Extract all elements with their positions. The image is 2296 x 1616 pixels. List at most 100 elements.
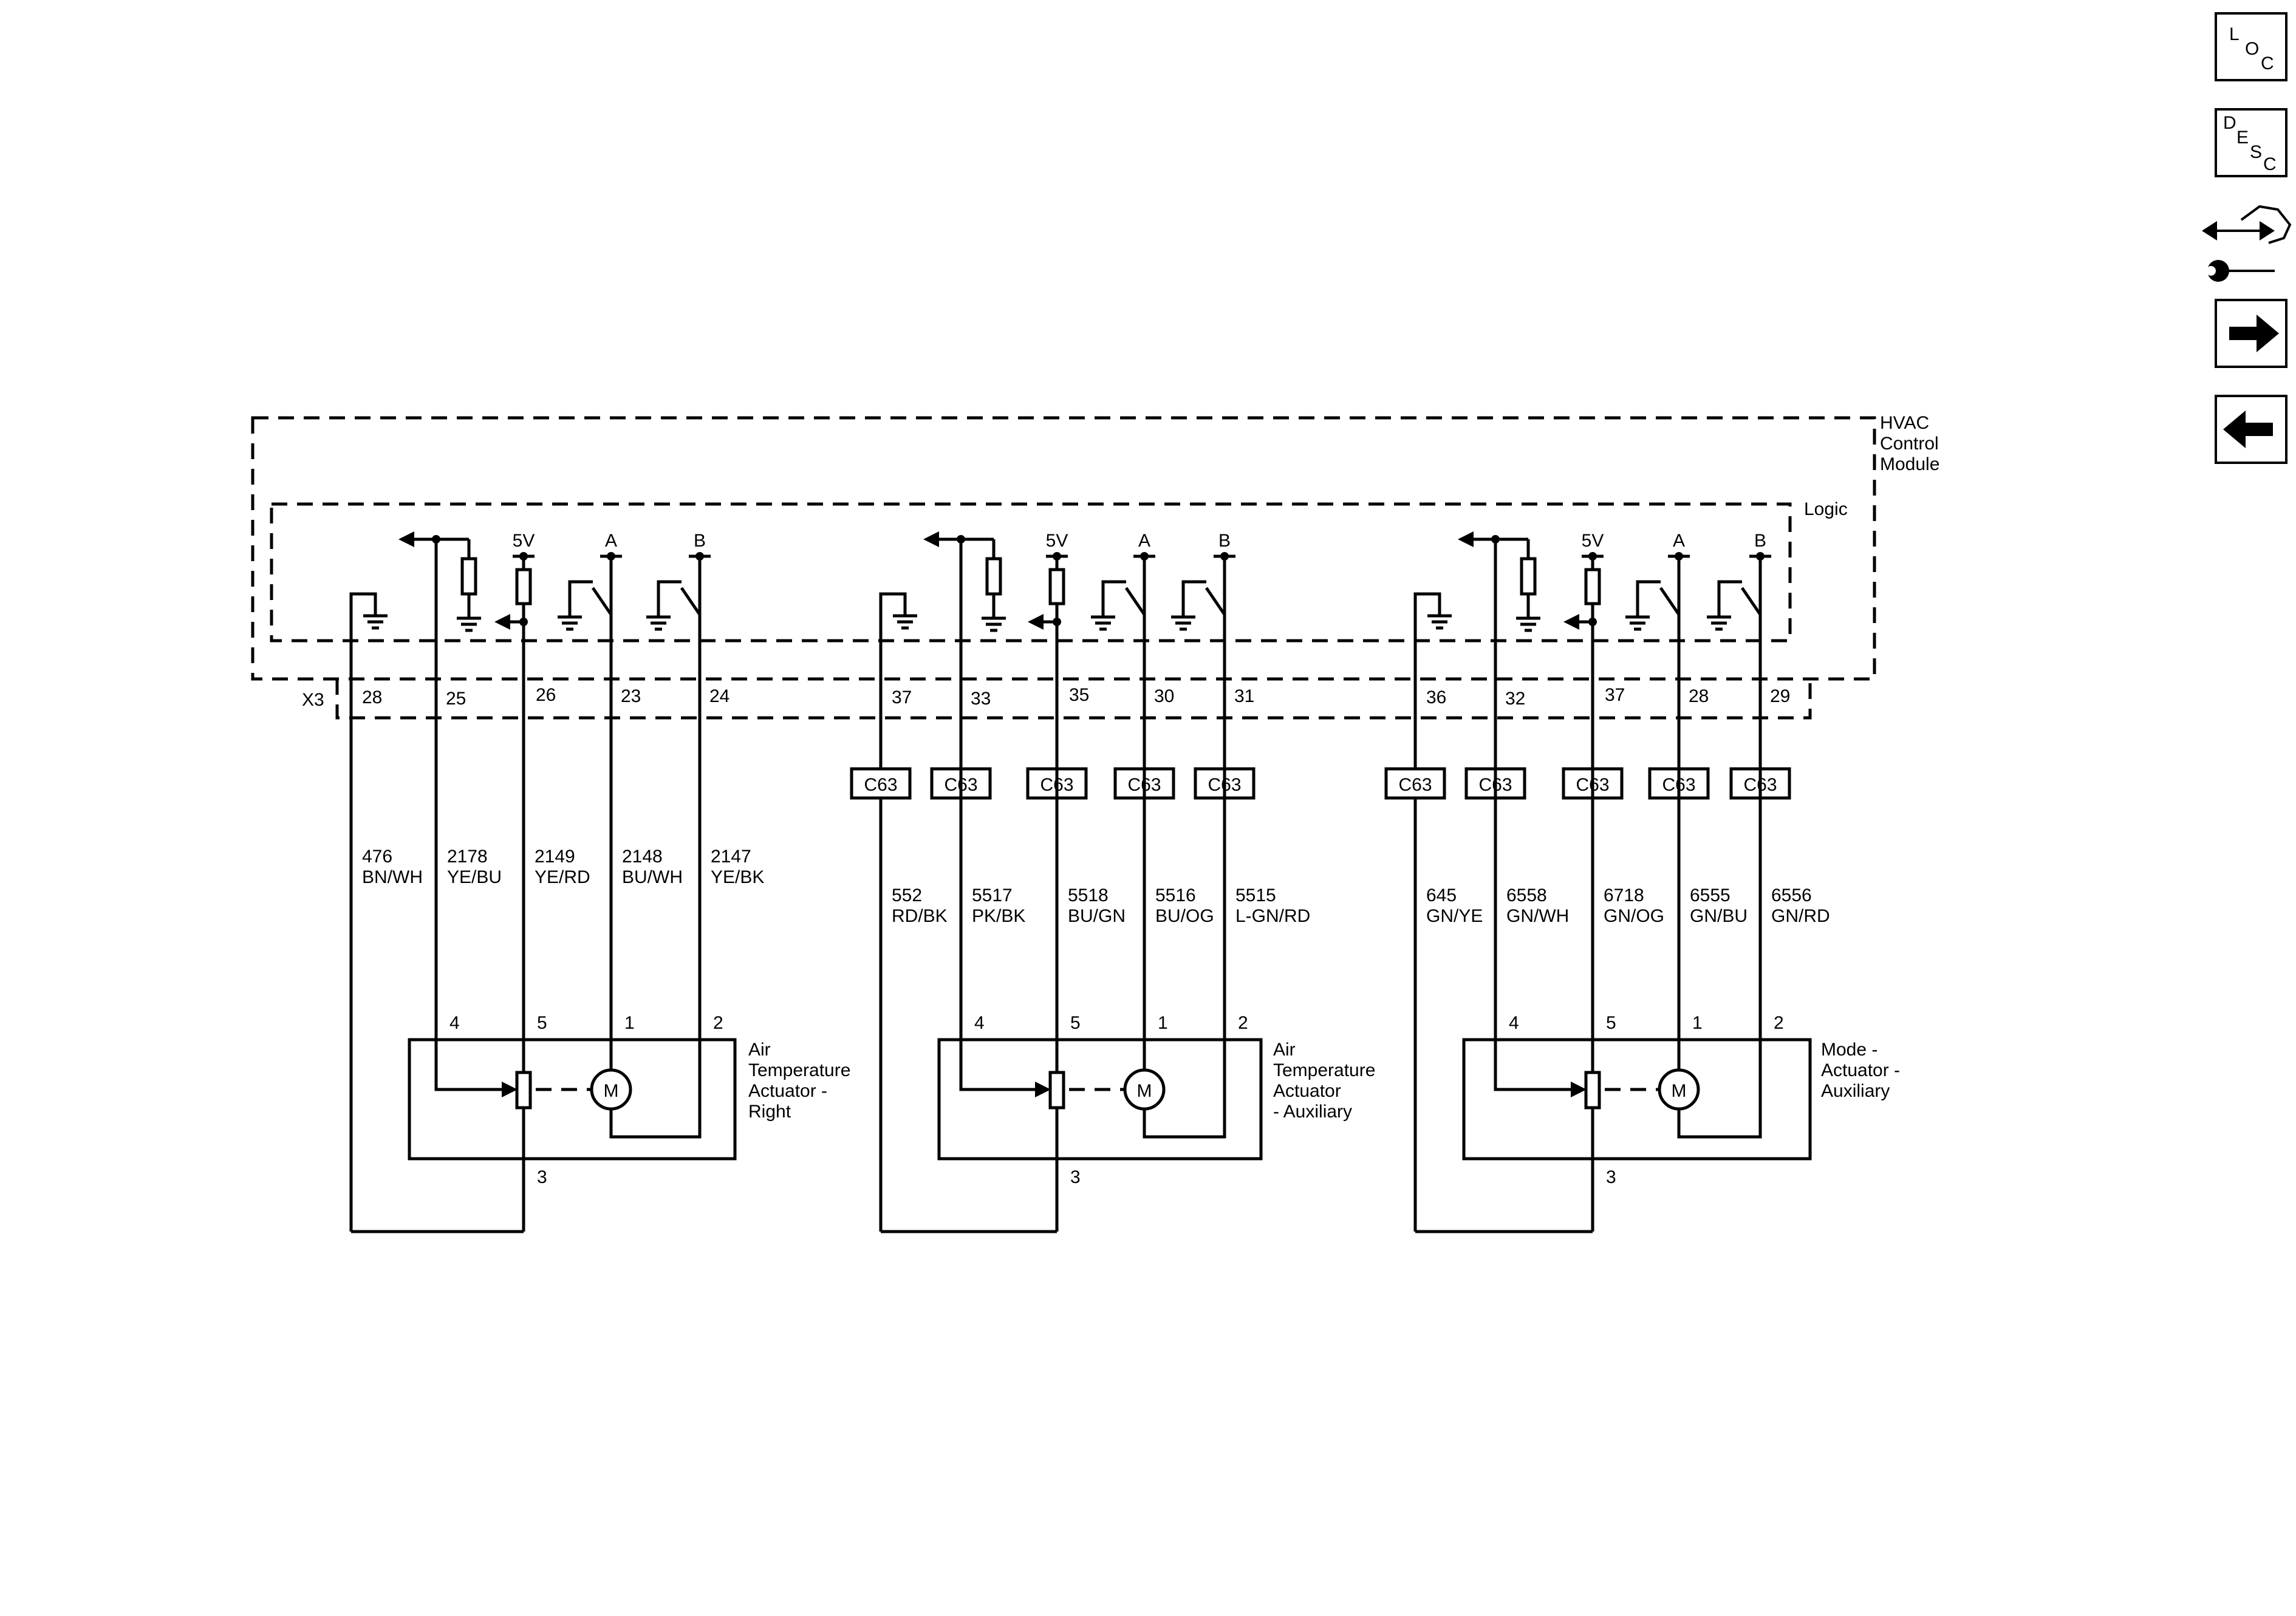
logic-ground-icon <box>1427 607 1452 630</box>
junction-dot <box>432 535 440 544</box>
circuit-color-1: RD/BK <box>892 906 948 926</box>
hvac-control-module-outline <box>251 416 1876 681</box>
x3-pin-2: 33 <box>971 689 991 709</box>
circuit-number-1: 476 <box>362 847 392 867</box>
circuit-color-3: GN/OG <box>1604 906 1664 926</box>
actuator-pin-2: 2 <box>1774 1013 1784 1033</box>
wiper-arrow-icon <box>1571 1082 1587 1097</box>
wiper-arrow-icon <box>502 1082 518 1097</box>
supply-label-a: A <box>1138 531 1150 551</box>
circuit-number-3: 2149 <box>535 847 575 867</box>
actuator-pin-4: 4 <box>1509 1013 1519 1033</box>
actuator-name-line-3: Actuator - <box>748 1081 827 1101</box>
previous-arrow-icon <box>2223 411 2273 448</box>
feedback-arrow-icon <box>1028 614 1044 630</box>
actuator-pin-2: 2 <box>1238 1013 1248 1033</box>
switch-b-ground-icon <box>1707 609 1731 631</box>
actuator-pin-2: 2 <box>713 1013 723 1033</box>
actuator-pin-1: 1 <box>1692 1013 1703 1033</box>
next-arrow-icon <box>2229 315 2279 352</box>
circuit-number-1: 552 <box>892 885 922 905</box>
actuator-box <box>1462 1038 1812 1161</box>
supply-label-5v: 5V <box>1046 531 1068 551</box>
pullup-resistor <box>460 557 477 596</box>
supply-label-5v: 5V <box>513 531 535 551</box>
circuit-color-3: BU/GN <box>1068 906 1126 926</box>
position-sensor-resistor <box>1584 1071 1601 1110</box>
circuit-number-3: 5518 <box>1068 885 1109 905</box>
actuator-pin-3: 3 <box>1070 1167 1081 1187</box>
circuit-number-2: 6558 <box>1506 885 1547 905</box>
actuator-name-line-2: Actuator - <box>1821 1060 1900 1080</box>
actuator-pin-5: 5 <box>1606 1013 1616 1033</box>
loc-letter-l: L <box>2229 24 2240 44</box>
loc-letter-o: O <box>2245 39 2259 59</box>
logic-ground-icon <box>893 607 917 630</box>
service-tool-icon <box>2202 205 2292 282</box>
wiper-arrow-icon <box>1035 1082 1051 1097</box>
junction-dot <box>1588 618 1597 626</box>
actuator-box <box>937 1038 1263 1161</box>
actuator-name-line-4: - Auxiliary <box>1273 1102 1352 1122</box>
circuit-color-3: YE/RD <box>535 867 590 887</box>
x3-pin-1: 37 <box>892 687 912 707</box>
module-name-line-2: Control <box>1880 434 1939 454</box>
desc-button[interactable]: D E S C <box>2215 108 2287 177</box>
circuit-color-2: GN/WH <box>1506 906 1569 926</box>
circuit-number-2: 2178 <box>447 847 488 867</box>
actuator-pin-1: 1 <box>624 1013 635 1033</box>
motor-label: M <box>1672 1081 1687 1101</box>
pullup-resistor <box>985 557 1002 596</box>
switch-b-ground-icon <box>1171 609 1195 631</box>
circuit-number-5: 6556 <box>1771 885 1812 905</box>
desc-letter-c: C <box>2263 154 2277 174</box>
desc-letter-s: S <box>2250 142 2262 162</box>
previous-button[interactable] <box>2215 395 2287 464</box>
location-icon: L O C <box>2229 24 2274 73</box>
actuator-pin-5: 5 <box>537 1013 547 1033</box>
circuit-number-5: 5515 <box>1235 885 1276 905</box>
switch-b-ground-icon <box>646 609 671 631</box>
circuit-color-5: GN/RD <box>1771 906 1830 926</box>
connector-box <box>850 767 912 800</box>
supply-label-b: B <box>1754 531 1766 551</box>
switch-a-ground-icon <box>1091 609 1115 631</box>
next-button[interactable] <box>2215 299 2287 368</box>
connector-label: C63 <box>1398 775 1432 795</box>
actuator-pin-5: 5 <box>1070 1013 1081 1033</box>
inline-connector-1: C63 <box>1384 767 1446 800</box>
circuit-number-3: 6718 <box>1604 885 1644 905</box>
x3-connector-label: X3 <box>302 690 324 710</box>
x3-pin-2: 32 <box>1505 689 1525 709</box>
x3-pin-5: 29 <box>1770 686 1790 706</box>
signal-arrow-icon <box>923 531 939 547</box>
x3-pin-1: 28 <box>362 687 382 707</box>
supply-label-5v: 5V <box>1582 531 1604 551</box>
circuit-color-4: BU/WH <box>622 867 683 887</box>
description-icon: D E S C <box>2223 113 2277 174</box>
actuator-box <box>408 1038 737 1161</box>
supply-label-a: A <box>605 531 617 551</box>
actuator-name-line-1: Air <box>748 1040 771 1060</box>
x3-pin-5: 31 <box>1234 686 1254 706</box>
actuator-name-line-3: Auxiliary <box>1821 1081 1890 1101</box>
loc-button[interactable]: L O C <box>2215 12 2287 81</box>
actuator-name-line-1: Air <box>1273 1040 1296 1060</box>
junction-dot <box>519 618 528 626</box>
switch-a-ground-icon <box>558 609 582 631</box>
pullup-resistor <box>1520 557 1537 596</box>
actuator-pin-3: 3 <box>1606 1167 1616 1187</box>
circuit-color-2: YE/BU <box>447 867 502 887</box>
signal-arrow-icon <box>1458 531 1474 547</box>
desc-letter-d: D <box>2223 113 2236 133</box>
service-button[interactable] <box>2202 205 2292 282</box>
resistor-ground-icon <box>1516 610 1540 632</box>
desc-letter-e: E <box>2236 128 2249 148</box>
circuit-color-4: BU/OG <box>1155 906 1214 926</box>
circuit-color-5: YE/BK <box>711 867 764 887</box>
circuit-number-4: 5516 <box>1155 885 1196 905</box>
x3-pin-2: 25 <box>446 689 466 709</box>
junction-dot <box>1491 535 1500 544</box>
signal-arrow-icon <box>398 531 414 547</box>
